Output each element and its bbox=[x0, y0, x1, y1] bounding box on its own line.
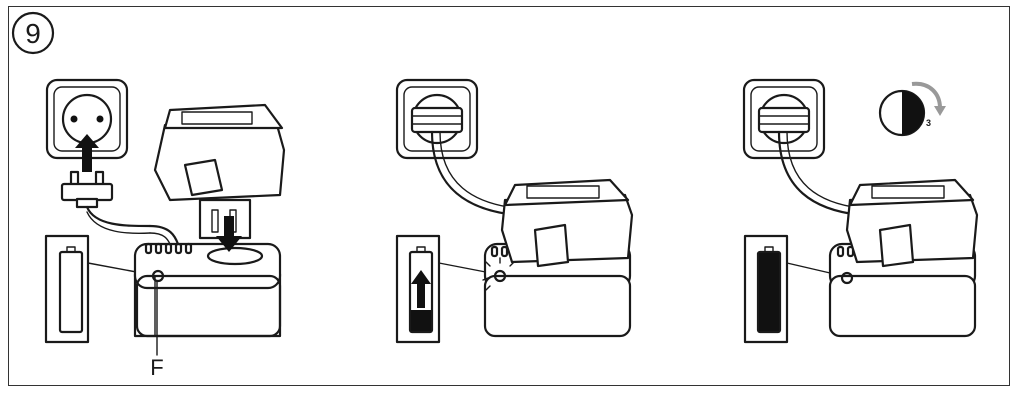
charge-level-fill bbox=[759, 253, 779, 331]
indicator-label: F bbox=[150, 355, 163, 380]
plug-icon bbox=[759, 108, 809, 132]
timer-icon: 3 bbox=[880, 84, 946, 135]
plug-in-arrow-icon bbox=[75, 134, 99, 172]
charge-level-fill bbox=[411, 310, 431, 331]
plug-icon bbox=[412, 108, 462, 132]
panel-charged: 3 bbox=[744, 80, 977, 342]
wall-socket-icon bbox=[397, 80, 477, 158]
timer-hours-label: 3 bbox=[926, 118, 931, 128]
battery-pack-icon bbox=[502, 180, 632, 266]
battery-icon bbox=[397, 236, 439, 342]
battery-pack-icon bbox=[155, 105, 284, 238]
wall-socket-icon bbox=[744, 80, 824, 158]
panel-insert-battery: F bbox=[46, 80, 284, 380]
battery-pack-icon bbox=[847, 180, 977, 266]
step-badge: 9 bbox=[13, 13, 53, 53]
panel-charging bbox=[397, 80, 632, 342]
step-number: 9 bbox=[25, 18, 41, 49]
battery-icon bbox=[745, 236, 787, 342]
battery-icon bbox=[46, 236, 88, 342]
